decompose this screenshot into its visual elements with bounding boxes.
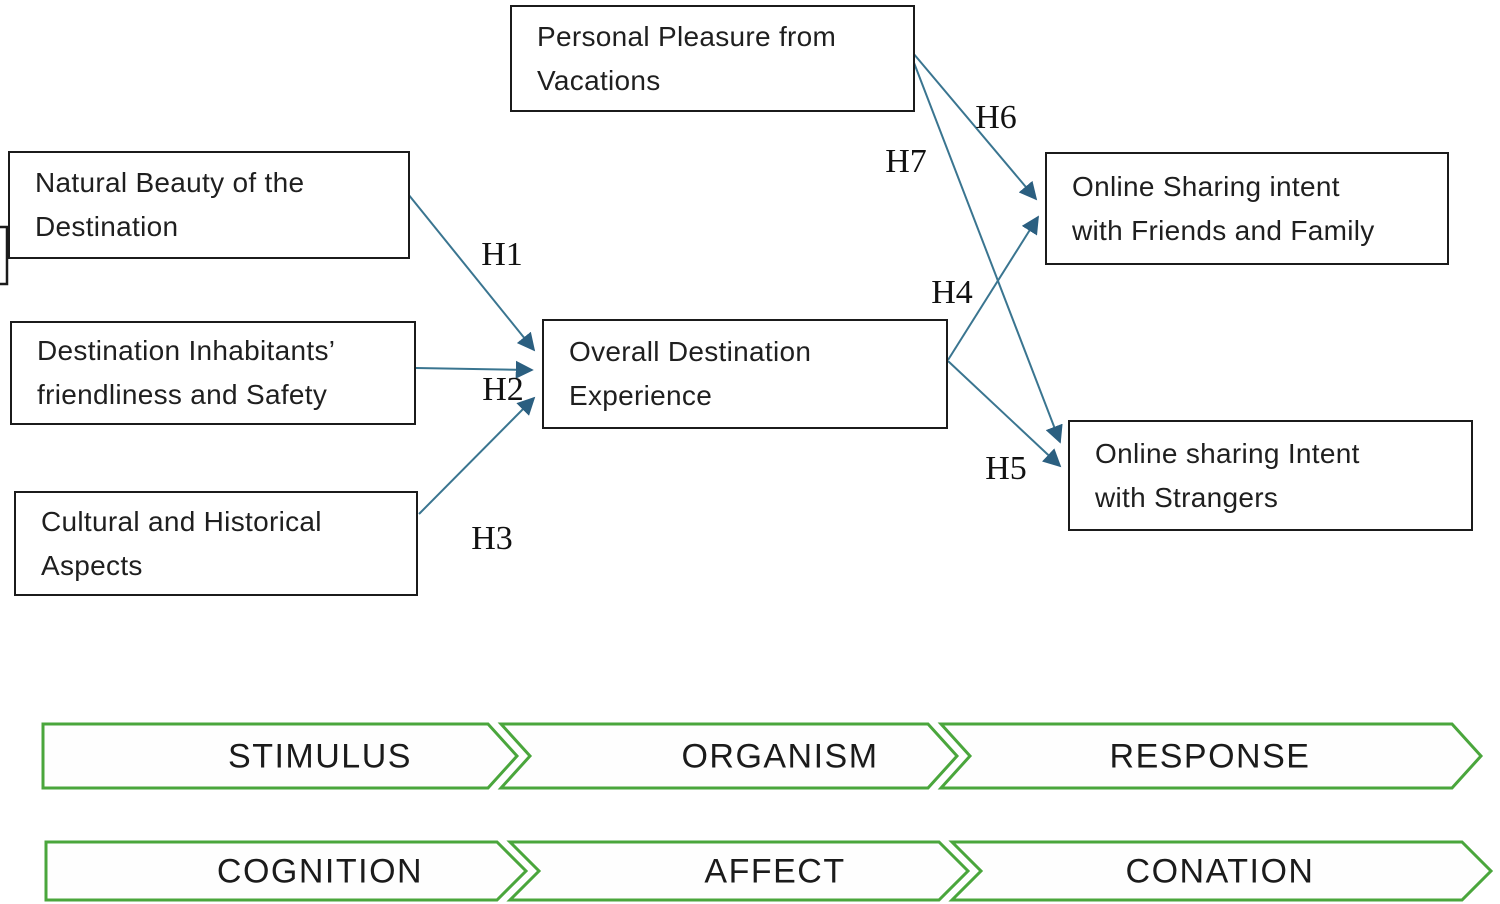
h3-arrow: [418, 396, 536, 515]
box-personal-pleasure: Personal Pleasure from Vacations: [510, 5, 915, 112]
box-natural-beauty-line2: Destination: [35, 211, 179, 242]
label-h5: H5: [985, 450, 1027, 487]
box-sharing-strangers-line2: with Strangers: [1095, 481, 1279, 513]
box-inhabitants-friendliness: Destination Inhabitants’ friendliness an…: [10, 321, 416, 425]
chevron-segment-affect: [506, 840, 971, 902]
box-overall-experience-line2: Experience: [569, 380, 713, 411]
chevron-segment-organism: [497, 722, 960, 790]
label-h3: H3: [471, 520, 513, 557]
box-overall-experience: Overall Destination Experience: [542, 319, 948, 429]
h2-arrow: [415, 360, 534, 379]
h7-arrow: [910, 54, 1063, 444]
box-cultural-historical-line2: Aspects: [41, 549, 143, 581]
h5-arrow: [947, 360, 1062, 468]
box-personal-pleasure-line2: Vacations: [537, 64, 661, 96]
box-inhabitants-friendliness-line1: Destination Inhabitants’: [37, 335, 336, 366]
chevron-segment-stimulus: [41, 722, 520, 790]
bar-label-affect: AFFECT: [704, 852, 846, 891]
cropped-edge-artifact: [0, 225, 9, 286]
box-inhabitants-friendliness-line2: friendliness and Safety: [37, 379, 328, 410]
box-sharing-friends-family: Online Sharing intent with Friends and F…: [1045, 152, 1449, 265]
label-h2: H2: [482, 371, 524, 408]
chevron-segment-conation: [948, 840, 1494, 902]
box-personal-pleasure-line1: Personal Pleasure from: [537, 20, 837, 52]
h1-arrow: [403, 188, 536, 352]
h4-arrow: [947, 215, 1039, 361]
box-sharing-friends-family-line2: with Friends and Family: [1072, 214, 1375, 246]
box-sharing-strangers-line1: Online sharing Intent: [1095, 437, 1360, 469]
chevron-segment-cognition: [44, 840, 529, 902]
bar-label-organism: ORGANISM: [681, 737, 879, 776]
bar-label-response: RESPONSE: [1109, 737, 1311, 776]
box-cultural-historical: Cultural and Historical Aspects: [14, 491, 418, 596]
label-h4: H4: [931, 274, 973, 311]
box-overall-experience-line1: Overall Destination: [569, 336, 812, 367]
bar-label-cognition: COGNITION: [216, 852, 424, 891]
bar-label-stimulus: STIMULUS: [228, 737, 412, 776]
h6-arrow: [912, 52, 1038, 201]
box-natural-beauty-line1: Natural Beauty of the: [35, 167, 305, 198]
label-h7: H7: [885, 143, 927, 180]
box-sharing-strangers: Online sharing Intent with Strangers: [1068, 420, 1473, 531]
label-h1: H1: [481, 236, 523, 273]
label-h6: H6: [975, 99, 1017, 136]
box-sharing-friends-family-line1: Online Sharing intent: [1072, 170, 1340, 202]
bar-label-conation: CONATION: [1125, 852, 1315, 891]
chevron-segment-response: [937, 722, 1484, 790]
box-cultural-historical-line1: Cultural and Historical: [41, 505, 322, 537]
box-natural-beauty: Natural Beauty of the Destination: [8, 151, 410, 259]
